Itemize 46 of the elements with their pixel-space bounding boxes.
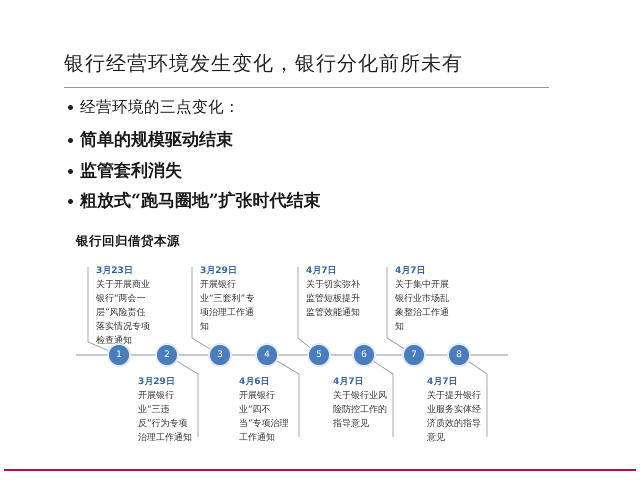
notice-text: 关于银行业风险防控工作的指导意见: [333, 390, 387, 431]
leader-line: [298, 266, 310, 348]
date-label: 3月23日: [96, 264, 134, 278]
notice-text: 关于集中开展银行业市场乱象整治工作通知: [395, 278, 450, 334]
numbered-circle: 5: [307, 343, 331, 367]
leader-line: [468, 361, 488, 438]
bullet-item: 经营环境的三点变化：: [80, 97, 240, 117]
timeline-line: [279, 354, 307, 356]
date-label: 4月7日: [333, 376, 365, 389]
numbered-circle: 7: [402, 343, 426, 367]
timeline-line: [131, 354, 155, 356]
timeline-line: [471, 354, 508, 356]
numbered-circle: 3: [208, 343, 232, 367]
numbered-circle: 1: [107, 343, 131, 367]
leader-line: [192, 266, 210, 350]
notice-text: 关于提升银行业服务实体经济质效的指导意见: [427, 390, 481, 445]
leader-line: [386, 266, 404, 349]
date-label: 4月7日: [306, 264, 338, 278]
numbered-circle: 2: [155, 343, 179, 367]
date-label: 4月7日: [395, 264, 427, 278]
notice-text: 开展银行业“三违反”行为专项治理工作通知: [138, 390, 192, 445]
leader-line: [374, 361, 394, 438]
timeline-line: [426, 354, 447, 356]
notice-text: 开展银行业“四不当”专项治理工作通知: [239, 390, 290, 445]
date-label: 4月7日: [427, 376, 459, 389]
numbered-circle: 8: [447, 343, 471, 367]
section-heading: 银行回归借贷本源: [76, 233, 180, 249]
bullet-item: 简单的规模驱动结束: [80, 129, 233, 151]
date-label: 4月6日: [239, 376, 271, 389]
leader-line: [88, 266, 108, 351]
date-label: 3月29日: [200, 264, 238, 278]
leader-line: [276, 360, 300, 438]
notice-text: 开展银行业“三套利”专项治理工作通知: [200, 278, 256, 334]
numbered-circle: 4: [255, 343, 279, 367]
timeline-line: [76, 354, 107, 356]
timeline-line: [331, 354, 352, 356]
date-label: 3月29日: [138, 376, 176, 389]
slide-title: 银行经营环境发生变化，银行分化前所未有: [64, 50, 463, 76]
bullet-item: 监管套利消失: [80, 160, 182, 182]
numbered-circle: 6: [352, 343, 376, 367]
timeline-line: [179, 354, 208, 356]
leader-line: [176, 360, 198, 438]
timeline-line: [232, 354, 255, 356]
timeline-line: [376, 354, 402, 356]
bullet-item: 粗放式“跑马圈地”扩张时代结束: [80, 190, 321, 212]
notice-text: 关于切实弥补监管短板提升监管效能通知: [306, 278, 361, 320]
